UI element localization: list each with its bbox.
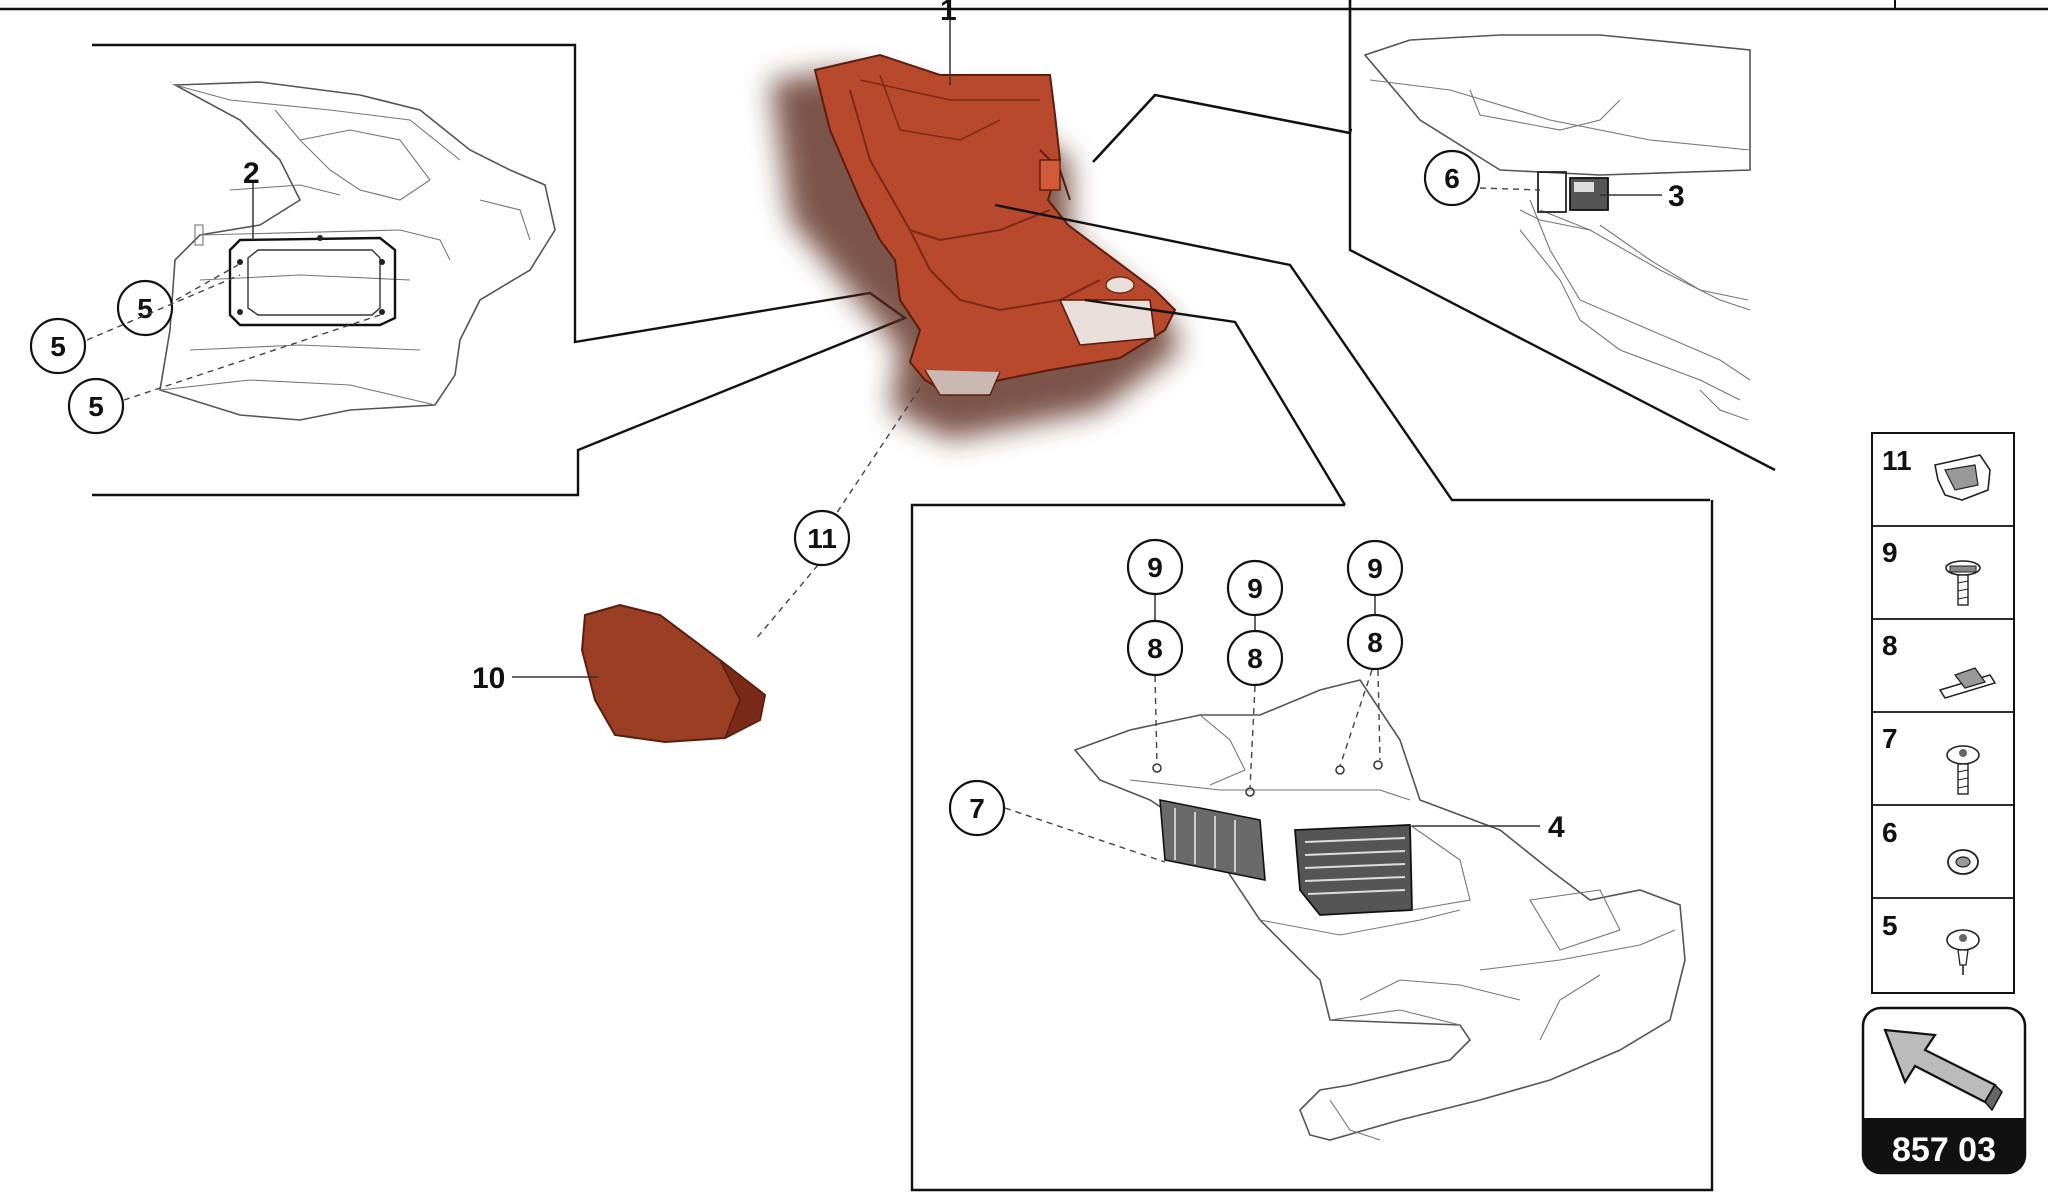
svg-text:8: 8	[1882, 630, 1898, 661]
callout-9-right: 9	[1346, 539, 1404, 597]
diagram-badge: 857 03	[1861, 1006, 2027, 1175]
detail-top-right-drawing	[1363, 34, 1751, 421]
callout-11: 11	[754, 387, 921, 641]
parts-legend: 11 9 8 7	[1871, 432, 2015, 994]
callout-10: 10	[472, 662, 598, 695]
svg-text:8: 8	[1367, 627, 1383, 658]
part-1-highlighted	[770, 53, 1180, 440]
diagram-code: 857 03	[1892, 1131, 1996, 1169]
clip-nut-icon	[1938, 667, 1997, 699]
clip-icon	[1934, 454, 1991, 501]
screw-icon	[1946, 745, 1980, 795]
svg-text:6: 6	[1444, 163, 1460, 194]
callout-8-right: 8	[1339, 596, 1404, 767]
callout-5-upper: 5	[116, 264, 239, 337]
callout-4: 4	[1412, 811, 1565, 844]
detail-bottom-drawing	[1073, 679, 1686, 1141]
svg-text:5: 5	[50, 331, 66, 362]
legend-row-8: 8	[1882, 630, 1997, 699]
svg-text:8: 8	[1247, 643, 1263, 674]
detail-left-drawing	[159, 81, 556, 421]
svg-text:9: 9	[1147, 552, 1163, 583]
svg-text:1: 1	[940, 0, 957, 27]
svg-text:5: 5	[88, 391, 104, 422]
svg-text:10: 10	[472, 662, 505, 695]
detail-box-bottom	[910, 500, 1714, 1192]
part-10-highlighted	[580, 603, 767, 744]
svg-text:4: 4	[1548, 811, 1565, 844]
svg-text:7: 7	[969, 793, 985, 824]
callout-2: 2	[243, 157, 260, 240]
svg-text:9: 9	[1247, 573, 1263, 604]
svg-text:9: 9	[1367, 553, 1383, 584]
svg-text:2: 2	[243, 157, 260, 190]
callout-6: 6	[1423, 149, 1541, 207]
detail-box-top-right	[1094, 0, 1776, 472]
svg-text:8: 8	[1147, 633, 1163, 664]
svg-text:7: 7	[1882, 723, 1898, 754]
svg-text:3: 3	[1668, 180, 1685, 213]
grommet-icon	[1947, 849, 1979, 875]
legend-row-7: 7	[1882, 723, 1980, 795]
callout-5-middle: 5	[29, 274, 241, 375]
arrow-icon	[1883, 1028, 2003, 1112]
svg-text:9: 9	[1882, 537, 1898, 568]
rivet-icon	[1946, 929, 1980, 975]
legend-row-11: 11	[1882, 445, 1991, 501]
callout-9-left: 9	[1126, 538, 1184, 596]
svg-text:5: 5	[1882, 910, 1898, 941]
top-border	[0, 0, 2048, 11]
svg-text:5: 5	[137, 293, 153, 324]
screw-icon	[1945, 560, 1981, 606]
svg-text:11: 11	[807, 523, 837, 554]
callout-5-lower: 5	[67, 314, 381, 435]
callout-7: 7	[948, 779, 1166, 863]
callout-1: 1	[940, 0, 957, 85]
svg-text:11: 11	[1882, 445, 1912, 476]
legend-row-6: 6	[1882, 817, 1979, 875]
svg-text:6: 6	[1882, 817, 1898, 848]
legend-row-5: 5	[1882, 910, 1980, 975]
callout-9-middle: 9	[1226, 559, 1284, 617]
callout-3: 3	[1600, 180, 1685, 213]
legend-row-9: 9	[1882, 537, 1981, 606]
callout-8-middle: 8	[1226, 616, 1284, 789]
connector-lines	[994, 93, 1710, 506]
callout-8-left: 8	[1126, 595, 1184, 765]
